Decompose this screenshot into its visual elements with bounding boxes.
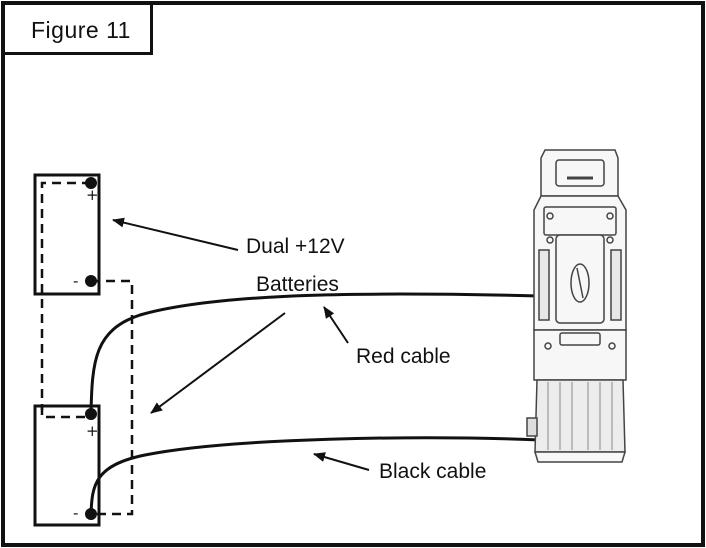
arrow-to-upper-battery bbox=[112, 217, 239, 251]
arrow-to-red-cable bbox=[323, 306, 349, 344]
winch-illustration bbox=[526, 149, 627, 463]
upper-negative-terminal bbox=[85, 275, 97, 287]
black-cable-line bbox=[89, 436, 541, 515]
arrow-to-lower-battery bbox=[150, 312, 286, 414]
lower-positive-symbol: + bbox=[86, 422, 99, 440]
jumper-right-dashed bbox=[91, 279, 134, 516]
batteries-label-line2: Batteries bbox=[256, 273, 339, 296]
arrow-to-black-cable bbox=[313, 452, 370, 471]
red-cable-line bbox=[89, 292, 558, 415]
lower-negative-symbol: - bbox=[73, 504, 79, 522]
upper-positive-terminal bbox=[85, 177, 97, 189]
upper-battery bbox=[33, 173, 101, 296]
batteries-label-line1: Dual +12V bbox=[246, 235, 345, 258]
lower-battery bbox=[33, 404, 101, 527]
figure-title-box: Figure 11 bbox=[3, 3, 153, 55]
upper-positive-symbol: + bbox=[86, 186, 99, 204]
upper-negative-symbol: - bbox=[73, 272, 79, 290]
red-cable-label: Red cable bbox=[356, 345, 451, 368]
figure-title: Figure 11 bbox=[31, 17, 131, 43]
black-cable-label: Black cable bbox=[379, 460, 487, 483]
jumper-left-bottom-dashed bbox=[40, 406, 91, 419]
